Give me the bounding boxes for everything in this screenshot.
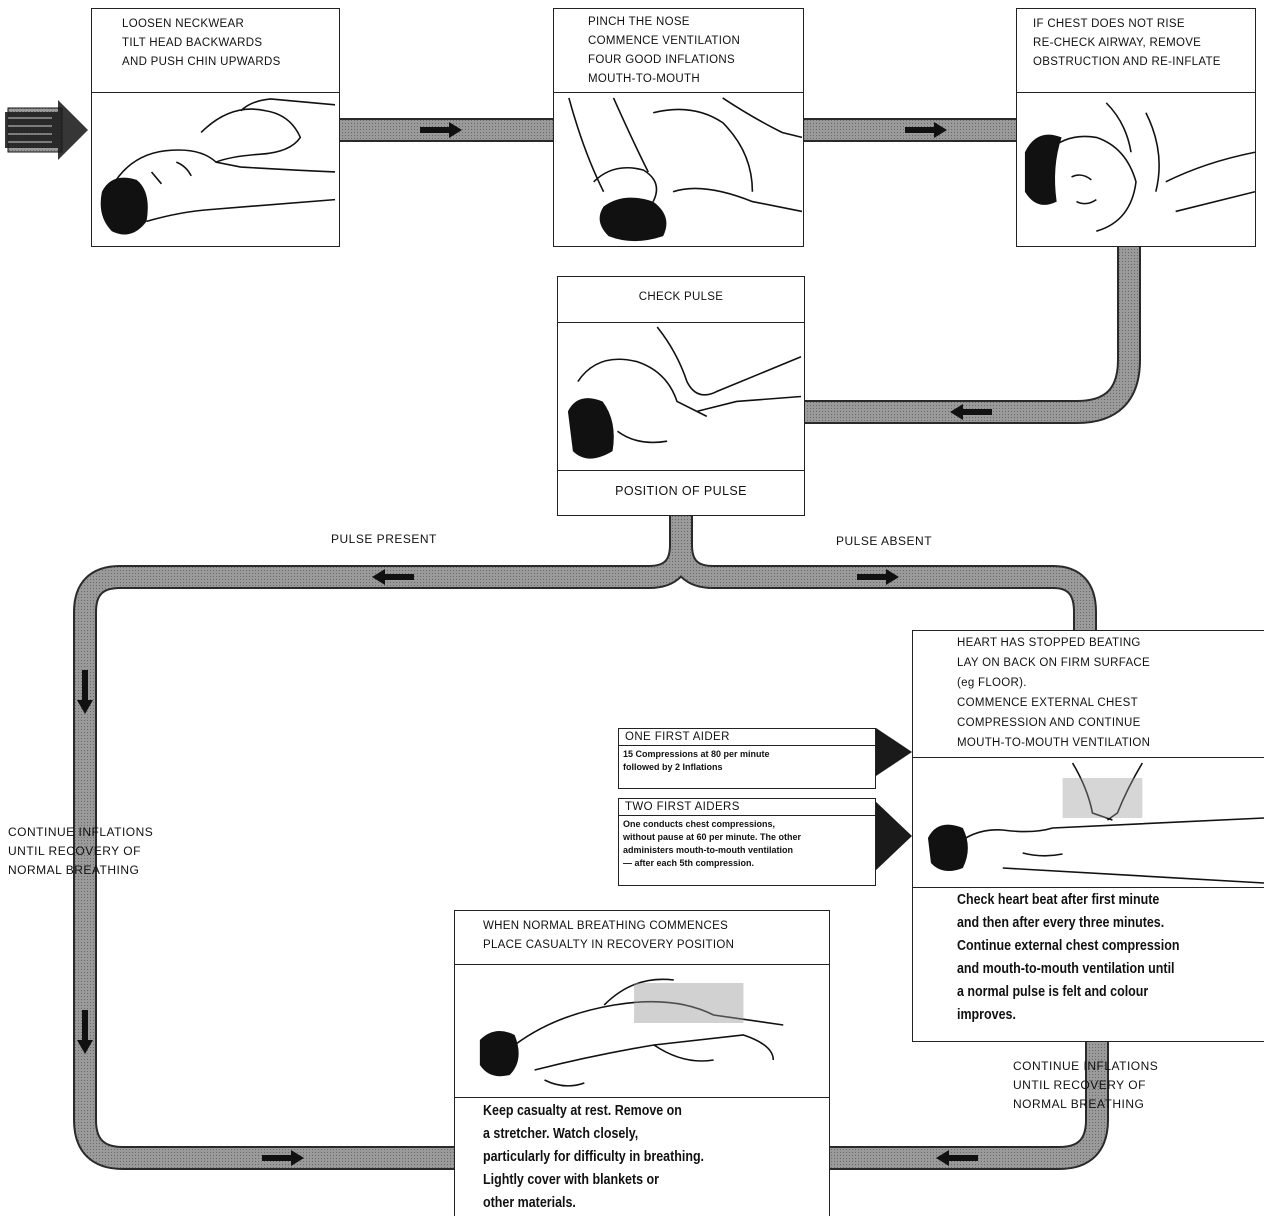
caption-line: TILT HEAD BACKWARDS xyxy=(122,37,263,49)
aider-line: administers mouth-to-mouth ventilation xyxy=(623,845,793,855)
check-pulse-label: CHECK PULSE xyxy=(638,291,724,303)
note-line: improves. xyxy=(957,1007,1016,1023)
continue-inflations-right: CONTINUE INFLATIONS UNTIL RECOVERY OF NO… xyxy=(1013,1057,1158,1114)
continue-inflations-left: CONTINUE INFLATIONS UNTIL RECOVERY OF NO… xyxy=(8,823,153,880)
recovery-note: Keep casualty at rest. Remove on a stret… xyxy=(483,1100,740,1215)
recovery-note-text: Keep casualty at rest. Remove on a stret… xyxy=(483,1100,704,1215)
step-airway-caption: LOOSEN NECKWEAR TILT HEAD BACKWARDS AND … xyxy=(92,9,339,93)
step-recheck-box: IF CHEST DOES NOT RISE RE-CHECK AIRWAY, … xyxy=(1016,8,1256,247)
step-ventilation-box: PINCH THE NOSE COMMENCE VENTILATION FOUR… xyxy=(553,8,804,247)
note-line: Keep casualty at rest. Remove on xyxy=(483,1103,682,1119)
check-pulse-box: CHECK PULSE POSITION OF PULSE xyxy=(557,276,805,516)
two-first-aiders-title: TWO FIRST AIDERS xyxy=(619,799,875,816)
arrow-left-icon xyxy=(372,569,414,585)
note-line: and then after every three minutes. xyxy=(957,915,1165,931)
caption-line: PLACE CASUALTY IN RECOVERY POSITION xyxy=(483,939,735,951)
arrow-left-icon xyxy=(936,1150,978,1166)
pulse-illustration xyxy=(558,322,804,471)
continue-line: CONTINUE INFLATIONS xyxy=(8,825,154,839)
caption-line: WHEN NORMAL BREATHING COMMENCES xyxy=(483,920,729,932)
pointer-triangle-icon xyxy=(876,728,912,776)
two-first-aiders-box: TWO FIRST AIDERS One conducts chest comp… xyxy=(618,798,876,886)
continue-line: NORMAL BREATHING xyxy=(8,863,140,877)
one-first-aider-title: ONE FIRST AIDER xyxy=(619,729,875,746)
continue-line: UNTIL RECOVERY OF xyxy=(8,844,141,858)
pulse-absent-label: PULSE ABSENT xyxy=(836,534,933,548)
caption-line: HEART HAS STOPPED BEATING xyxy=(957,637,1141,649)
continue-line: NORMAL BREATHING xyxy=(1013,1097,1145,1111)
position-of-pulse-footer: POSITION OF PULSE xyxy=(558,470,804,515)
arrow-right-icon xyxy=(262,1150,304,1166)
recovery-illustration xyxy=(455,965,829,1098)
arrow-left-icon xyxy=(950,404,992,420)
arrow-right-icon xyxy=(905,122,947,138)
recovery-caption: WHEN NORMAL BREATHING COMMENCES PLACE CA… xyxy=(455,911,829,965)
note-line: other materials. xyxy=(483,1195,576,1211)
caption-line: OBSTRUCTION AND RE-INFLATE xyxy=(1033,56,1221,68)
note-line: particularly for difficulty in breathing… xyxy=(483,1149,705,1165)
caption-line: RE-CHECK AIRWAY, REMOVE xyxy=(1033,37,1202,49)
note-line: a stretcher. Watch closely, xyxy=(483,1126,639,1142)
entry-arrow-icon xyxy=(5,100,88,160)
pointer-triangle-icon xyxy=(874,800,912,872)
note-line: Continue external chest compression xyxy=(957,938,1180,954)
caption-line: LOOSEN NECKWEAR xyxy=(122,18,245,30)
arrow-right-icon xyxy=(857,569,899,585)
position-of-pulse-label: POSITION OF PULSE xyxy=(615,484,747,498)
one-first-aider-box: ONE FIRST AIDER 15 Compressions at 80 pe… xyxy=(618,728,876,789)
check-pulse-title: CHECK PULSE xyxy=(558,277,804,323)
heart-stopped-box: HEART HAS STOPPED BEATING LAY ON BACK ON… xyxy=(912,630,1264,1042)
caption-line: COMPRESSION AND CONTINUE xyxy=(957,717,1141,729)
continue-line: UNTIL RECOVERY OF xyxy=(1013,1078,1146,1092)
airway-check-illustration xyxy=(1017,93,1255,246)
step-recheck-caption: IF CHEST DOES NOT RISE RE-CHECK AIRWAY, … xyxy=(1017,9,1255,93)
caption-line: MOUTH-TO-MOUTH xyxy=(588,73,700,85)
caption-line: LAY ON BACK ON FIRM SURFACE xyxy=(957,657,1150,669)
caption-line: COMMENCE VENTILATION xyxy=(588,35,741,47)
aider-line: One conducts chest compressions, xyxy=(623,819,776,829)
caption-line: AND PUSH CHIN UPWARDS xyxy=(122,56,281,68)
arrow-down-icon xyxy=(77,670,93,714)
heart-note-text: Check heart beat after first minute and … xyxy=(957,889,1179,1027)
note-line: Check heart beat after first minute xyxy=(957,892,1160,908)
continue-line: CONTINUE INFLATIONS xyxy=(1013,1059,1159,1073)
arrow-right-icon xyxy=(420,122,462,138)
caption-line: FOUR GOOD INFLATIONS xyxy=(588,54,735,66)
mouth-to-mouth-illustration xyxy=(554,93,803,246)
two-first-aiders-text: One conducts chest compressions, without… xyxy=(619,816,875,872)
aider-line: followed by 2 Inflations xyxy=(623,762,723,772)
caption-line: COMMENCE EXTERNAL CHEST xyxy=(957,697,1138,709)
step-ventilation-caption: PINCH THE NOSE COMMENCE VENTILATION FOUR… xyxy=(554,9,803,93)
caption-line: MOUTH-TO-MOUTH VENTILATION xyxy=(957,737,1151,749)
aider-line: — after each 5th compression. xyxy=(623,858,755,868)
step-airway-box: LOOSEN NECKWEAR TILT HEAD BACKWARDS AND … xyxy=(91,8,340,247)
aider-line: without pause at 60 per minute. The othe… xyxy=(623,832,802,842)
note-line: a normal pulse is felt and colour xyxy=(957,984,1149,1000)
note-line: Lightly cover with blankets or xyxy=(483,1172,660,1188)
aider-line: 15 Compressions at 80 per minute xyxy=(623,749,770,759)
note-line: and mouth-to-mouth ventilation until xyxy=(957,961,1175,977)
caption-line: IF CHEST DOES NOT RISE xyxy=(1033,18,1185,30)
recovery-position-box: WHEN NORMAL BREATHING COMMENCES PLACE CA… xyxy=(454,910,830,1216)
head-tilt-illustration xyxy=(92,93,339,246)
chest-compression-illustration xyxy=(913,758,1264,888)
caption-line: (eg FLOOR). xyxy=(957,677,1027,689)
pulse-present-label: PULSE PRESENT xyxy=(331,532,437,546)
arrow-down-icon xyxy=(77,1010,93,1054)
caption-line: PINCH THE NOSE xyxy=(588,16,690,28)
one-first-aider-text: 15 Compressions at 80 per minute followe… xyxy=(619,746,875,776)
heart-note: Check heart beat after first minute and … xyxy=(957,889,1216,1027)
heart-stopped-caption: HEART HAS STOPPED BEATING LAY ON BACK ON… xyxy=(913,631,1264,758)
